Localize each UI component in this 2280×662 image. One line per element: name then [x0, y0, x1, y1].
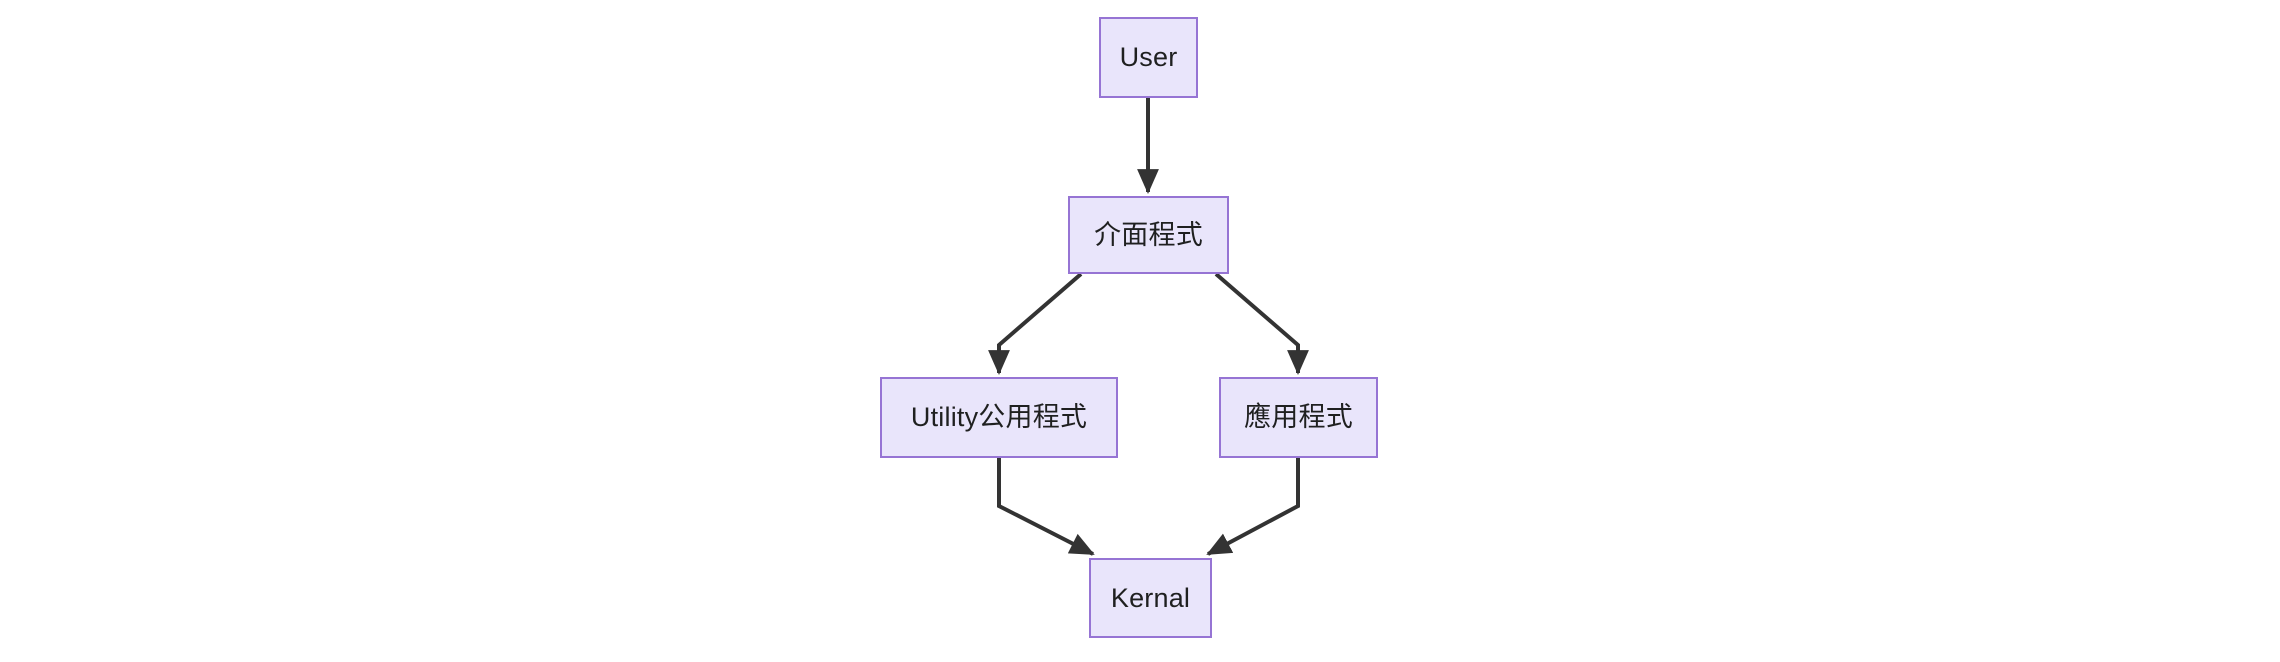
node-user[interactable]: User	[1099, 17, 1198, 98]
edge-application-to-kernal	[1206, 458, 1300, 556]
edge-interface-to-application	[1214, 272, 1309, 375]
node-interface[interactable]: 介面程式	[1068, 196, 1229, 274]
node-utility[interactable]: Utility公用程式	[880, 377, 1118, 458]
node-kernal-label: Kernal	[1110, 582, 1191, 613]
edge-utility-to-kernal	[997, 458, 1095, 556]
node-kernal[interactable]: Kernal	[1089, 558, 1212, 638]
node-utility-label: Utility公用程式	[910, 402, 1088, 432]
node-interface-label: 介面程式	[1094, 219, 1203, 250]
node-user-label: User	[1119, 42, 1178, 72]
edge-interface-to-utility	[988, 272, 1083, 375]
node-application[interactable]: 應用程式	[1219, 377, 1378, 458]
node-application-label: 應用程式	[1244, 402, 1353, 432]
